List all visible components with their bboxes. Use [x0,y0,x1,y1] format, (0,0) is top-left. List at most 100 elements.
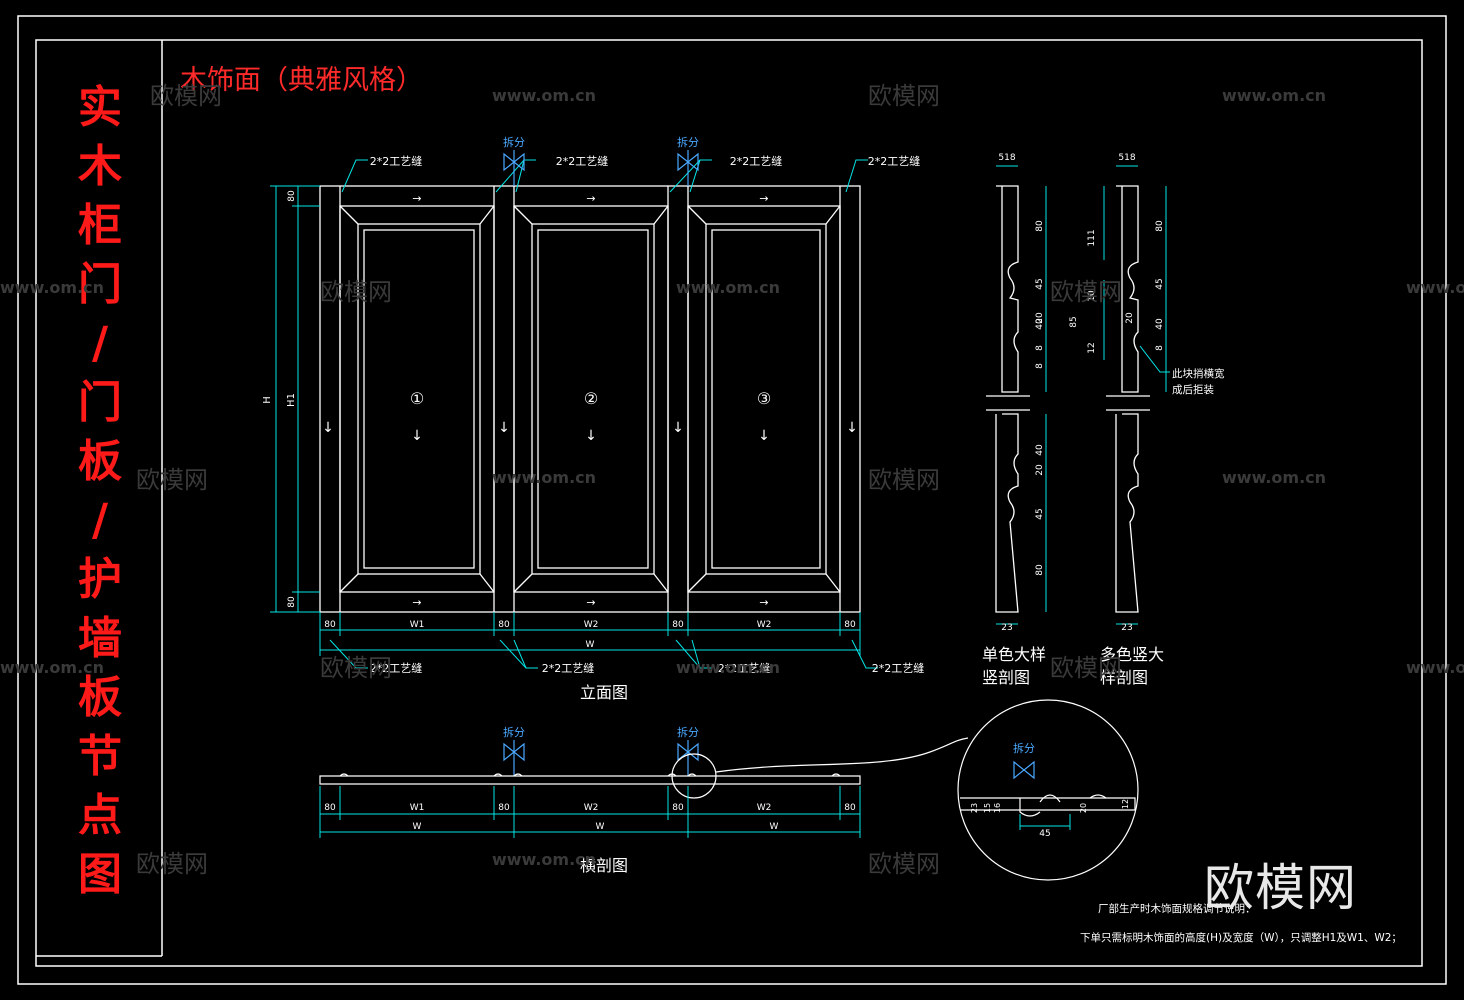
dimension-label: 16 [993,803,1002,813]
dimension-label: 40 [1035,318,1045,330]
dimension-label: 45 [1155,278,1165,289]
dimension-label: 80 [1035,220,1045,232]
dimension-label: 40 [1155,318,1165,330]
dimension-label: W [586,640,595,650]
dimension-label: W2 [757,803,772,813]
grain-arrow-icon: ↓ [846,420,858,436]
grain-arrow-icon: ↓ [322,420,334,436]
door-panel [513,205,533,225]
door-panel [687,205,841,593]
seam-label: 2*2工艺缝 [556,154,609,168]
dimension-label: W [770,822,779,832]
vertical-title: 实木柜门/门板/护墙板节点图 [60,78,140,904]
horizontal-section [319,699,1139,881]
dimension-label: 8 [1035,345,1045,351]
watermark-text: 欧模网 [868,466,940,494]
vertical-title-char: 点 [78,790,122,841]
vertical-title-char: 节 [78,731,122,782]
dimension-label: 80 [324,620,336,630]
elevation-dimensions [270,159,878,669]
dimension-label: 80 [1035,564,1045,576]
vertical-title-char: 柜 [78,200,122,251]
door-panel [513,205,669,593]
split-label: 拆分 [503,135,525,149]
brand-logo: 欧模网 [1204,859,1357,917]
dimension-label: 20 [1035,464,1045,476]
watermark-text: 欧模网 [1050,654,1122,682]
vertical-section-1-caption-2: 竖剖图 [982,668,1031,687]
watermark-text: 欧模网 [150,82,222,110]
vertical-title-char: 门 [78,259,122,310]
dimension-label: 80 [287,190,297,202]
door-panel [687,205,707,225]
vertical-section-2-note-2: 成后拒装 [1172,384,1214,396]
watermark-url: www.om.cn [492,86,597,105]
door-panel [705,223,827,575]
dimension-label: W2 [584,803,599,813]
watermark-url: www.om.cn [0,278,105,297]
door-panel [363,229,475,569]
seam-label: 2*2工艺缝 [542,661,595,675]
grain-arrow-icon: → [759,192,768,205]
door-panel [339,205,359,225]
watermark-url: www.om.cn [1222,468,1327,487]
seam-label: 2*2工艺缝 [370,661,423,675]
split-markers [503,150,1035,780]
dimension-label: 20 [1079,803,1088,813]
seam-label: 2*2工艺缝 [868,154,921,168]
split-label: 拆分 [677,725,699,739]
dimension-label: H1 [286,393,297,407]
watermark-url: www.om.cn [492,468,597,487]
vertical-title-char: 图 [78,849,122,900]
dimension-label: W1 [410,803,425,813]
dimension-label: W [413,822,422,832]
door-panel [513,573,533,593]
drawing-frame [17,15,1447,985]
door-panel [531,223,655,575]
dimension-label: 23 [970,803,979,813]
watermark-url: www.om.cn [1406,658,1464,677]
dimension-label: 80 [1155,220,1165,232]
dimension-label: H [262,396,273,404]
dimension-label: 12 [1121,799,1130,809]
vertical-title-char: 板 [78,672,122,723]
dimension-label: 45 [1035,508,1045,519]
watermark-url: www.om.cn [492,850,597,869]
dimension-label: W [596,822,605,832]
dimension-label: 40 [1035,444,1045,456]
vertical-section-2-caption-1: 多色竖大 [1100,645,1165,664]
dimension-label: 23 [1001,623,1012,633]
split-label: 拆分 [1013,741,1035,755]
vertical-title-char: 木 [78,141,122,192]
grain-arrow-icon: ↓ [411,428,423,444]
dimension-label: 10 [1087,290,1097,302]
vertical-section-2-note-1: 此块捎横宽 [1172,368,1225,380]
elevation-caption: 立面图 [580,683,629,702]
dimension-label: 80 [672,620,684,630]
elevation-view [319,185,861,613]
dimension-label: 111 [1087,229,1097,246]
dimension-label: 23 [1121,623,1132,633]
seam-label: 2*2工艺缝 [718,661,771,675]
door-panel [357,223,481,575]
split-label: 拆分 [503,725,525,739]
dimension-label: 518 [1118,153,1135,163]
door-panel [653,573,669,593]
watermark-text: 欧模网 [136,466,208,494]
dimension-label: 20 [1125,312,1135,324]
vertical-title-char: 墙 [78,613,122,664]
split-label: 拆分 [677,135,699,149]
dimension-label: 80 [844,620,856,630]
sheet-title: 木饰面（典雅风格） [180,65,423,96]
grain-arrow-icon: ↓ [498,420,510,436]
watermark-url: www.om.cn [676,658,781,677]
dimension-label: 80 [844,803,856,813]
vertical-title-char: / [91,318,109,369]
dimension-label: W1 [410,620,425,630]
seam-label: 2*2工艺缝 [370,154,423,168]
grain-arrow-icon: ↓ [585,428,597,444]
dimension-label: W2 [757,620,772,630]
door-panel [711,229,821,569]
dimension-label: 80 [672,803,684,813]
